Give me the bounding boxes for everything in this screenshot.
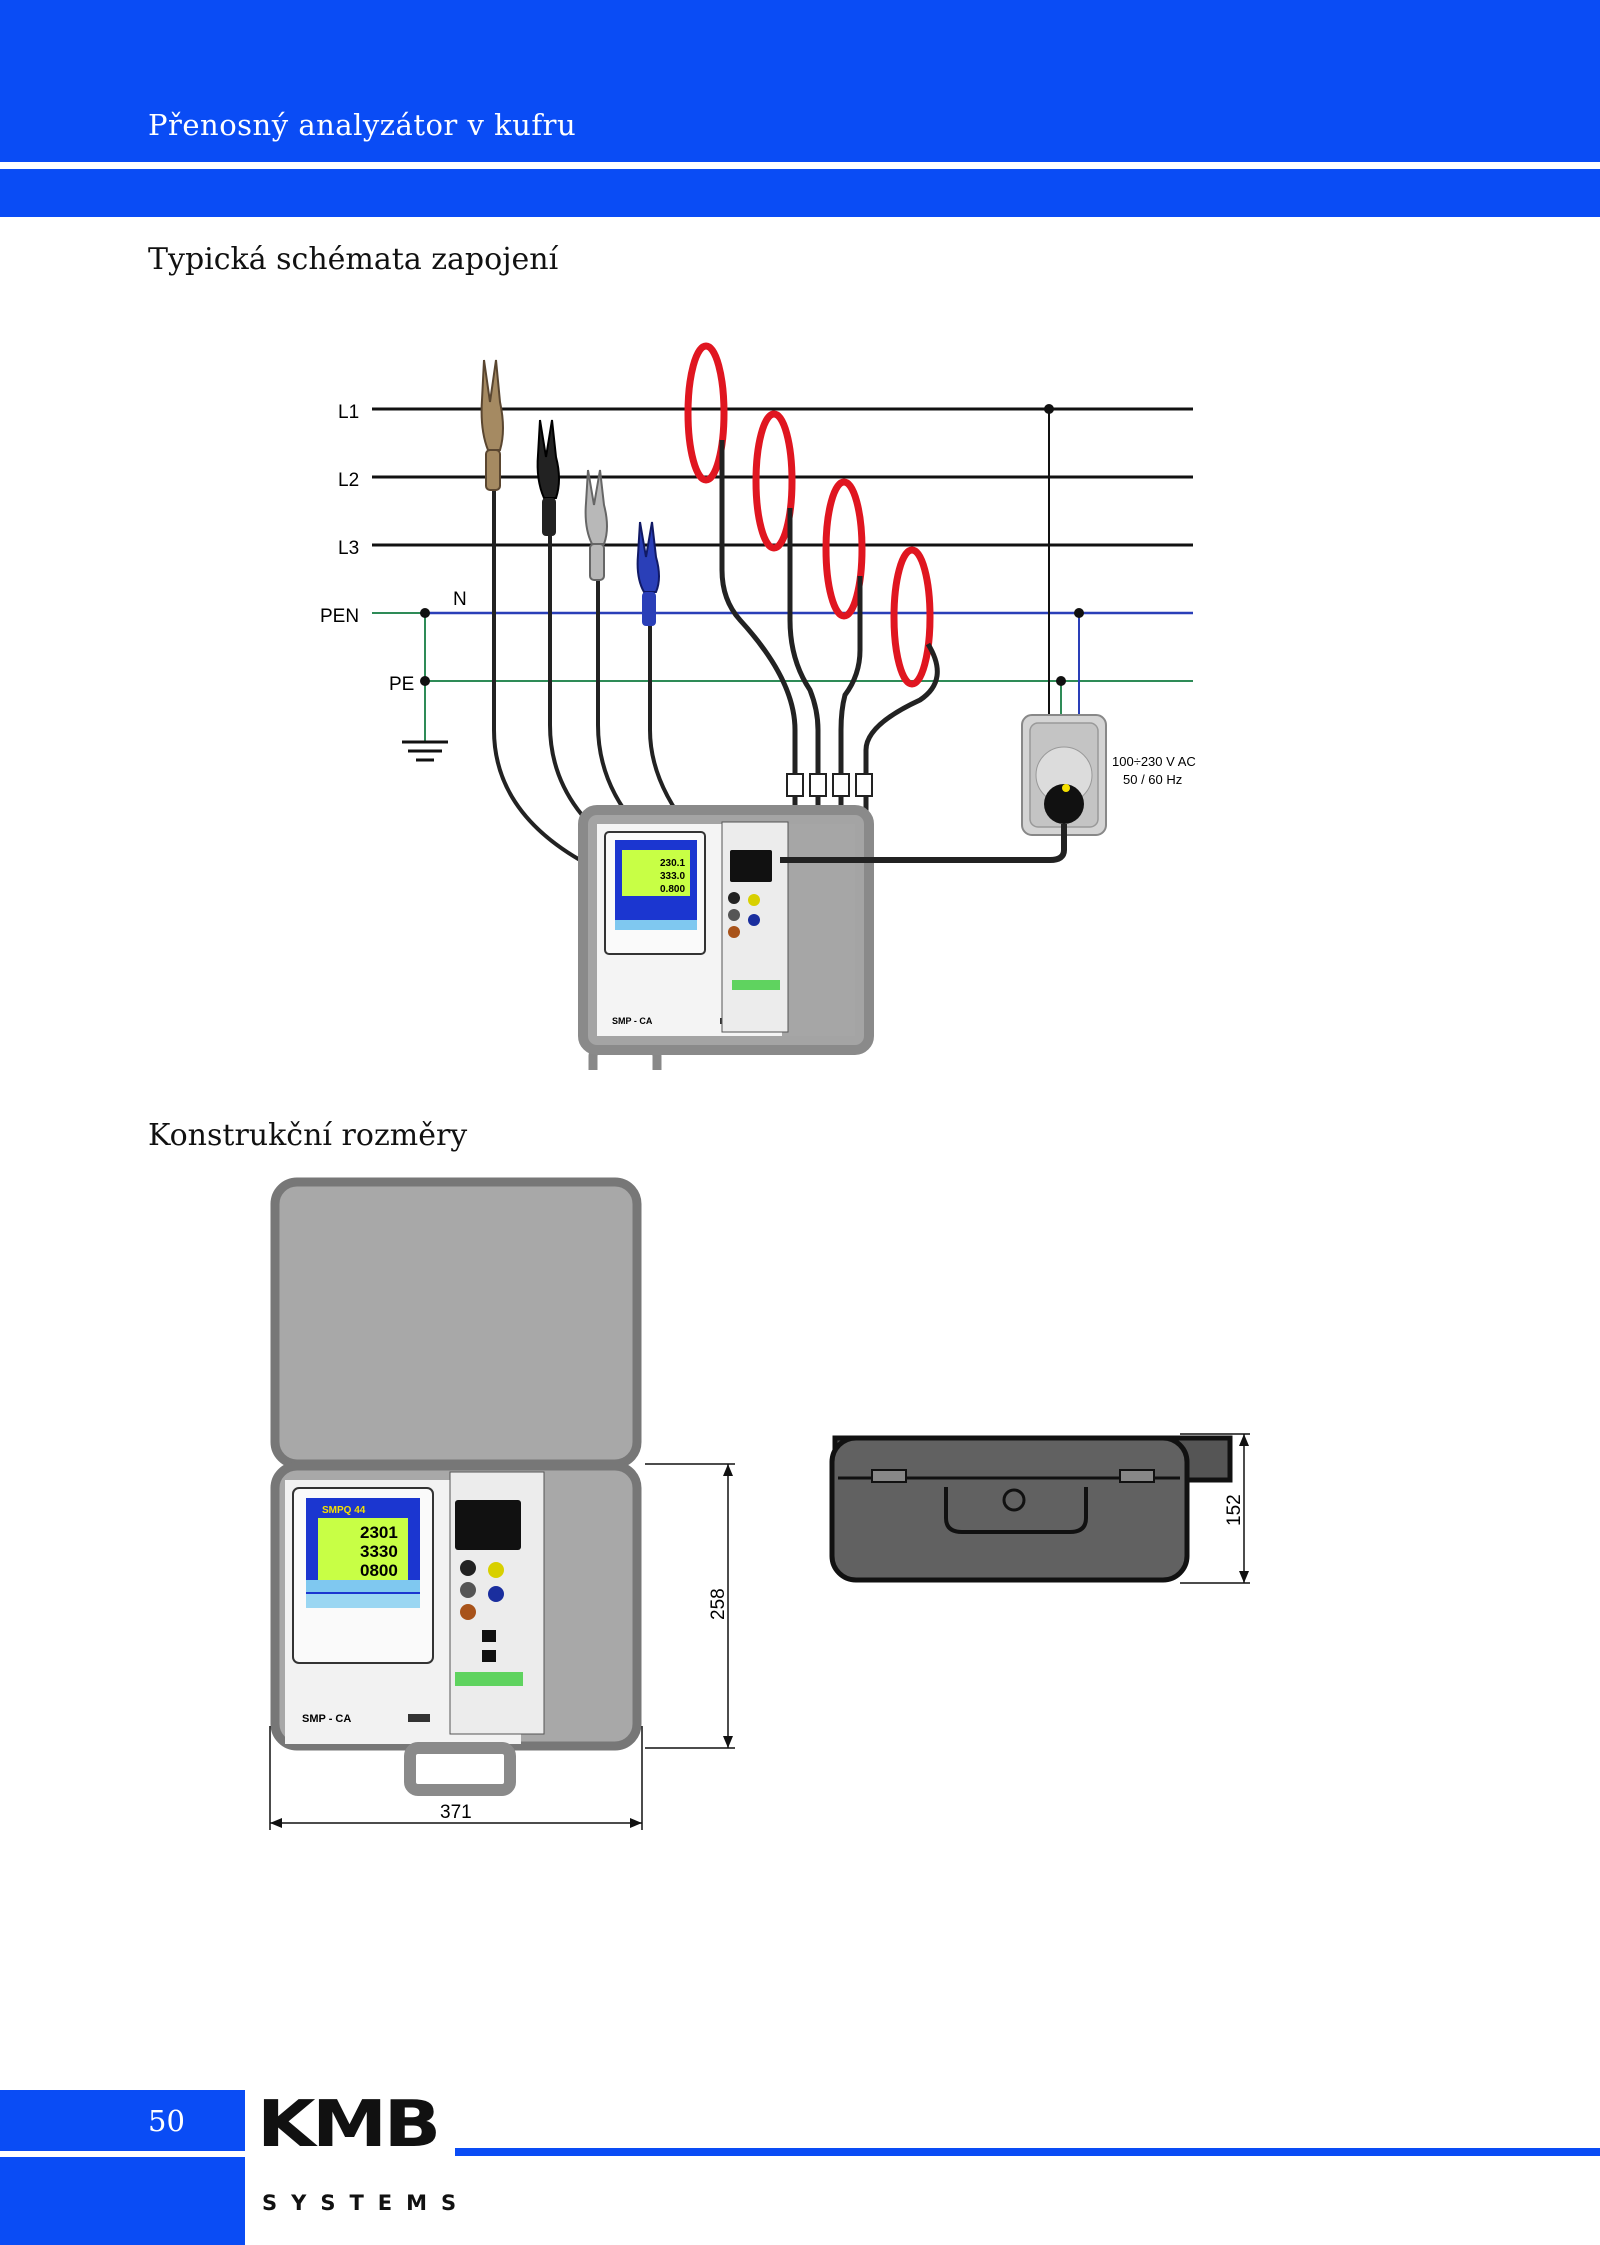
case-lid-icon [270,1177,642,1469]
dimension-height: 258 [708,1588,729,1620]
meter-screen-value-2: 3330 [360,1542,398,1561]
header-band [0,0,1600,162]
footer-band [0,2090,245,2245]
page-number: 50 [148,2104,185,2138]
power-socket-icon [1021,714,1107,836]
header-band-lower [0,169,1600,217]
meter-screen-value-3: 0800 [360,1561,398,1580]
section-title-wiring: Typická schémata zapojení [148,242,559,277]
comm-terminal-icon [455,1672,523,1686]
rogowski-coil-l2-icon [752,410,796,552]
section-title-dimensions: Konstrukční rozměry [148,1118,468,1153]
dimensions-drawing: SMPQ 44 2301 3330 0800 SMP - CA 258 371 [269,1177,1250,1830]
device-screen-value-2: 333.0 [660,871,685,882]
analyzer-case-icon: 230.1 333.0 0.800 SMP - CA [578,805,874,1070]
voltage-clip-l3-icon [584,469,608,581]
voltage-clip-l2-icon [536,419,560,536]
logo-systems: SYSTEMS [262,2191,471,2215]
socket-voltage: 100÷230 V AC [1112,754,1196,769]
rogowski-coil-n-icon [890,546,934,688]
wiring-diagram: L1 L2 L3 PEN PE N 100÷230 V AC 50 / 60 H… [320,342,1196,1070]
dimension-width: 371 [440,1802,472,1823]
dimension-depth: 152 [1224,1494,1245,1526]
device-name: SMP - CA [612,1016,653,1026]
header-divider [0,162,1600,169]
voltage-jack-l3-icon [460,1604,476,1620]
device-screen-value-1: 230.1 [660,858,685,869]
page-header-title: Přenosný analyzátor v kufru [148,108,577,142]
current-input-icon [482,1630,496,1642]
rogowski-coil-l1-icon [684,342,728,484]
voltage-jack-pe-icon [488,1562,504,1578]
voltage-clip-l1-icon [480,359,504,491]
case-handle-icon [404,1742,516,1796]
meter-screen-title: SMPQ 44 [322,1505,366,1516]
voltage-jack-n-icon [488,1586,504,1602]
device-screen-value-3: 0.800 [660,884,685,895]
device-name-label: SMP - CA [302,1713,351,1725]
socket-frequency: 50 / 60 Hz [1123,772,1182,787]
logo-kmb: KMB [257,2088,441,2162]
voltage-jack-l1-icon [460,1560,476,1576]
case-closed-icon [829,1435,1233,1583]
label-l1: L1 [338,402,359,423]
footer-rule [455,2148,1600,2156]
label-pe: PE [389,674,414,695]
label-n: N [453,589,467,610]
meter-screen-value-1: 2301 [360,1523,398,1542]
rogowski-coil-l3-icon [822,478,866,620]
footer-divider [0,2151,245,2157]
power-inlet-icon [455,1500,521,1550]
label-l2: L2 [338,470,359,491]
label-pen: PEN [320,606,359,627]
label-l3: L3 [338,538,359,559]
voltage-jack-l2-icon [460,1582,476,1598]
voltage-clip-n-icon [636,521,660,626]
